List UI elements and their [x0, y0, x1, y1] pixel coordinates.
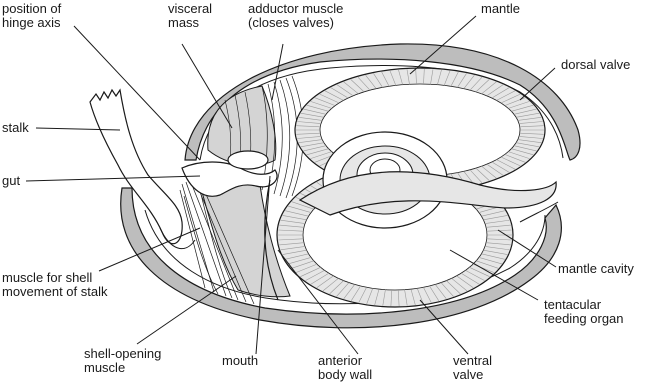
- label-anterior-body-wall: anterior body wall: [318, 354, 372, 382]
- gut-loop: [228, 151, 268, 169]
- posterior-body-region: [200, 185, 290, 297]
- label-ventral-valve: ventral valve: [453, 354, 492, 382]
- label-tentacular-organ: tentacular feeding organ: [544, 298, 624, 326]
- tentacular-feeding-organ: [277, 68, 556, 307]
- label-gut: gut: [2, 174, 20, 188]
- label-mantle: mantle: [481, 2, 520, 16]
- label-stalk: stalk: [2, 121, 29, 135]
- label-shell-opening-muscle: shell-opening muscle: [84, 347, 161, 375]
- label-adductor-muscle: adductor muscle (closes valves): [248, 2, 343, 30]
- label-mantle-cavity: mantle cavity: [558, 262, 634, 276]
- label-hinge-axis: position of hinge axis: [2, 2, 61, 30]
- label-dorsal-valve: dorsal valve: [561, 58, 630, 72]
- label-visceral-mass: visceral mass: [168, 2, 212, 30]
- label-muscle-stalk: muscle for shell movement of stalk: [2, 271, 108, 299]
- label-mouth: mouth: [222, 354, 258, 368]
